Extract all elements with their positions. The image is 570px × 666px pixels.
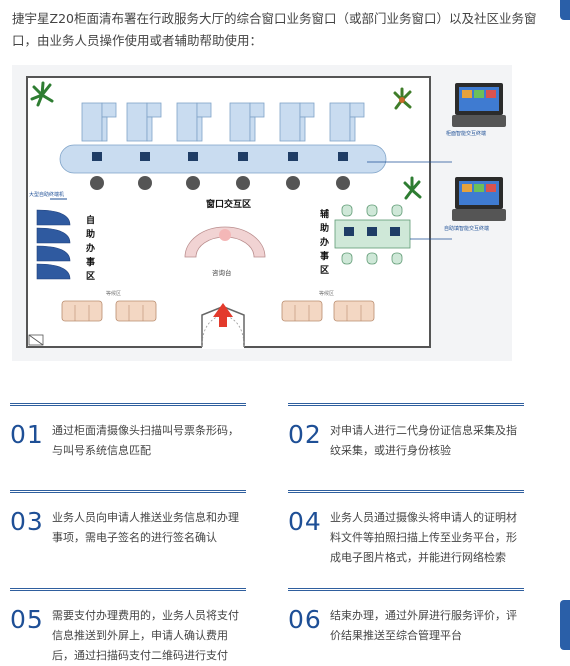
step-01: 01 通过柜面清摄像头扫描叫号票条形码，与叫号系统信息匹配 [10,403,246,457]
corner-decoration-bottom [560,600,570,650]
step-number: 01 [10,420,44,449]
step-text: 业务人员向申请人推送业务信息和办理事项，需电子签名的进行签名确认 [52,511,239,544]
counter-terminal-label: 柜面智能交互终端 [446,130,486,137]
assist-terminal-image [452,177,506,221]
step-text: 通过柜面清摄像头扫描叫号票条形码，与叫号系统信息匹配 [52,424,239,457]
chair-icon [90,176,350,190]
waiting-area-label: 等候区 [319,290,334,297]
consult-desk [184,226,266,258]
svg-text:办: 办 [86,242,95,254]
svg-text:助: 助 [86,228,95,240]
sofa-icon [61,300,375,322]
step-number: 03 [10,507,44,536]
step-text: 对申请人进行二代身份证信息采集及指纹采集，或进行身份核验 [330,424,517,457]
step-text: 业务人员通过摄像头将申请人的证明材料文件等拍照扫描上传至业务平台，形成电子图片格… [330,511,517,564]
step-text: 需要支付办理费用的，业务人员将支付信息推送到外屏上，申请人确认费用后，通过扫描码… [52,609,239,662]
corner-decoration-top [560,0,570,20]
entrance-door [201,303,245,348]
office-desks [81,102,365,142]
svg-text:区: 区 [86,271,95,282]
step-02: 02 对申请人进行二代身份证信息采集及指纹采集，或进行身份核验 [288,403,524,457]
step-number: 02 [288,420,322,449]
svg-text:助: 助 [320,222,329,234]
window-area-label: 窗口交互区 [206,198,251,210]
floor-plan: 大型自助终端机 自 助 办 事 区 窗口交互区 咨询台 辅 助 办 事 区 [12,65,512,361]
step-text: 结束办理，通过外屏进行服务评价，评价结果推送至综合管理平台 [330,609,517,642]
step-number: 06 [288,605,322,634]
plant-icon [30,81,54,107]
svg-text:自: 自 [86,214,95,226]
step-06: 06 结束办理，通过外屏进行服务评价，评价结果推送至综合管理平台 [288,588,524,642]
service-counter [59,144,387,174]
waiting-area-label: 等候区 [106,290,121,297]
counter-terminal-icon [92,152,348,161]
step-04: 04 业务人员通过摄像头将申请人的证明材料文件等拍照扫描上传至业务平台，形成电子… [288,490,524,564]
stairs-icon [28,334,44,346]
assist-terminal-label: 自助填智能交互终端 [444,225,489,232]
svg-text:事: 事 [320,250,329,262]
step-03: 03 业务人员向申请人推送业务信息和办理事项，需电子签名的进行签名确认 [10,490,246,544]
svg-text:区: 区 [320,265,329,276]
svg-text:事: 事 [86,256,95,268]
entrance-arrow-icon [213,303,233,327]
plant-icon [403,176,422,200]
plant-icon [393,87,412,110]
counter-terminal-image [452,83,506,127]
assist-chairs [341,204,403,265]
assist-terminal-icon [344,227,400,236]
staff-icon [219,229,231,241]
step-number: 04 [288,507,322,536]
svg-text:辅: 辅 [320,208,329,220]
assist-area-label: 辅 助 办 事 区 [320,208,329,276]
step-05: 05 需要支付办理费用的，业务人员将支付信息推送到外屏上，申请人确认费用后，通过… [10,588,246,662]
self-service-kiosks [36,209,71,280]
large-terminal-label: 大型自助终端机 [29,191,64,198]
step-number: 05 [10,605,44,634]
self-service-area-label: 自 助 办 事 区 [86,214,95,282]
intro-paragraph: 捷宇星Z20柜面清布署在行政服务大厅的综合窗口业务窗口（或部门业务窗口）以及社区… [12,11,537,48]
svg-text:办: 办 [320,236,329,248]
consult-desk-label: 咨询台 [212,268,232,277]
